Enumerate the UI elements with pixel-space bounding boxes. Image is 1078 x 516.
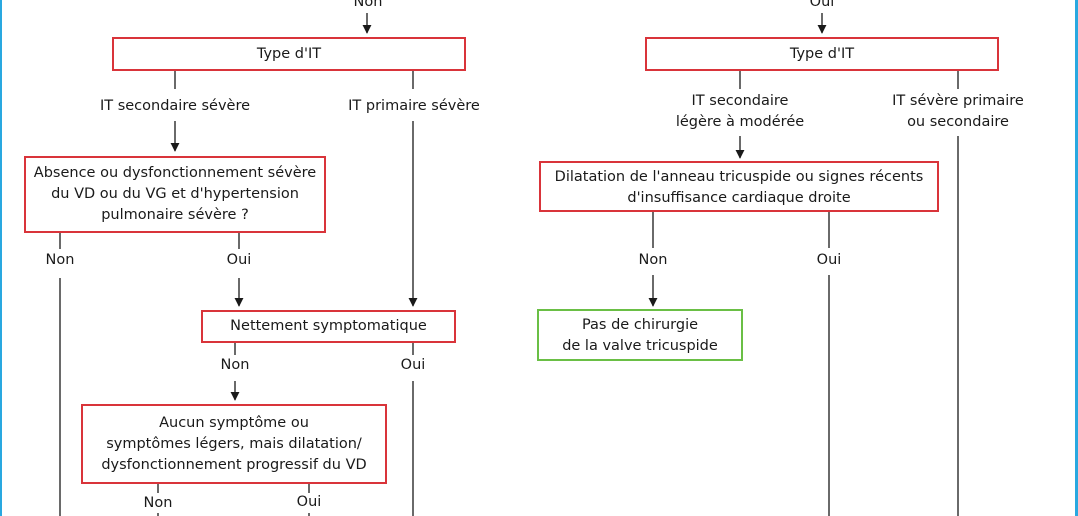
absence-no-label: Non — [45, 252, 75, 268]
right-branch-severe: IT sévère primaire ou secondaire — [878, 91, 1038, 133]
nosymptom-yes-label: Oui — [296, 494, 322, 510]
right-branch-secondary: IT secondaire légère à modérée — [660, 91, 820, 133]
absence-dysfunction-box: Absence ou dysfonctionnement sévère du V… — [24, 156, 326, 233]
right-type-box: Type d'IT — [645, 37, 999, 71]
frame-border-left — [0, 0, 2, 516]
left-type-box: Type d'IT — [112, 37, 466, 71]
absence-yes-label: Oui — [226, 252, 252, 268]
nosurgery-line-2: de la valve tricuspide — [562, 338, 718, 354]
left-branch-primary: IT primaire sévère — [348, 98, 480, 114]
frame-border-right — [1075, 0, 1078, 516]
nosurgery-line-1: Pas de chirurgie — [581, 317, 699, 333]
right-severe-line-1: IT sévère primaire — [892, 93, 1024, 109]
nosymptom-line-1: Aucun symptôme ou — [159, 415, 309, 431]
nosymptom-line-3: dysfonctionnement progressif du VD — [101, 457, 367, 473]
left-top-label: Non — [353, 0, 383, 10]
symptomatic-no-label: Non — [220, 357, 250, 373]
nosymptom-no-label: Non — [143, 495, 173, 511]
dilatation-line-1: Dilatation de l'anneau tricuspide ou sig… — [554, 169, 924, 185]
clearly-symptomatic-box: Nettement symptomatique — [201, 310, 456, 343]
absence-line-2: du VD ou du VG et d'hypertension — [51, 186, 299, 202]
absence-line-3: pulmonaire sévère ? — [101, 207, 249, 223]
right-secondary-line-1: IT secondaire — [691, 93, 789, 109]
dilatation-yes-label: Oui — [816, 252, 842, 268]
dilatation-no-label: Non — [638, 252, 668, 268]
right-secondary-line-2: légère à modérée — [675, 114, 805, 130]
nosymptom-line-2: symptômes légers, mais dilatation/ — [106, 436, 362, 452]
symptomatic-yes-label: Oui — [400, 357, 426, 373]
right-severe-line-2: ou secondaire — [907, 114, 1009, 130]
right-top-label: Oui — [809, 0, 835, 10]
left-branch-secondary: IT secondaire sévère — [99, 98, 251, 114]
dilatation-box: Dilatation de l'anneau tricuspide ou sig… — [539, 161, 939, 212]
absence-line-1: Absence ou dysfonctionnement sévère — [33, 165, 317, 181]
no-symptom-box: Aucun symptôme ou symptômes légers, mais… — [81, 404, 387, 484]
no-surgery-box: Pas de chirurgie de la valve tricuspide — [537, 309, 743, 361]
dilatation-line-2: d'insuffisance cardiaque droite — [627, 190, 851, 206]
